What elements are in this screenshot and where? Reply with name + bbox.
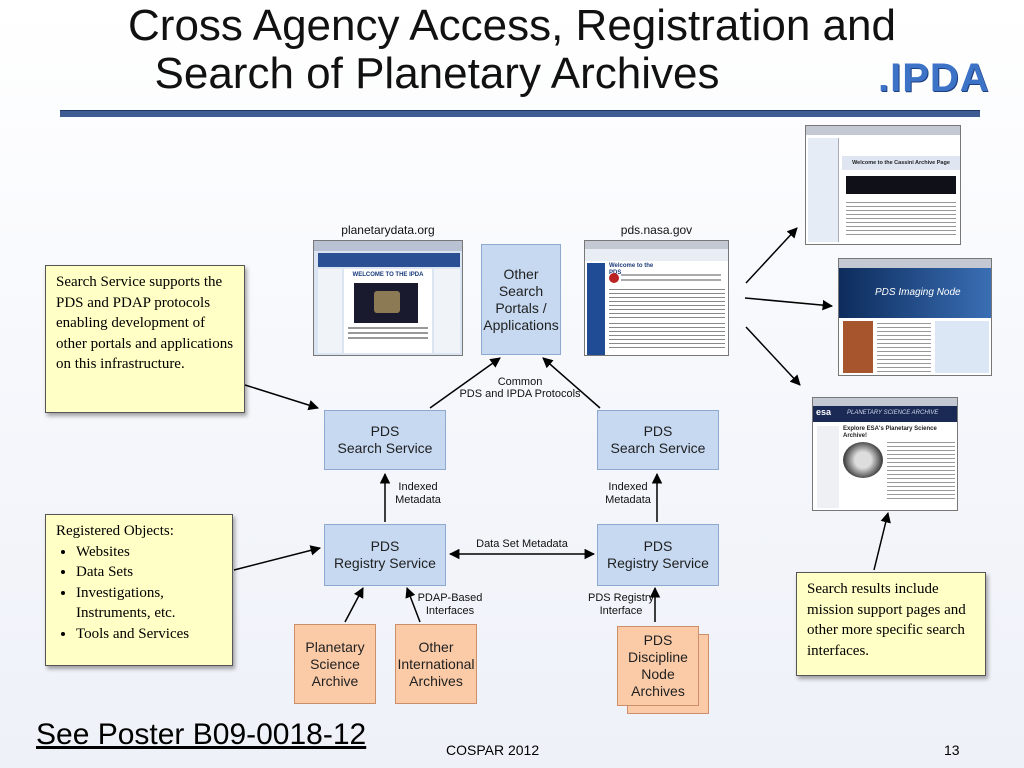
indexed-metadata-right: Indexed Metadata (598, 481, 658, 507)
indexed-left-1: Indexed (398, 481, 438, 493)
other-international-archives-box: Other International Archives (395, 624, 477, 704)
pds-website-screenshot[interactable]: Welcome to the PDS (584, 240, 729, 356)
title-rule (60, 110, 980, 117)
slide-title: Cross Agency Access, Registration and Se… (0, 2, 1024, 98)
pdap-interfaces-label: PDAP-Based Interfaces (410, 592, 490, 618)
protocols-label: PDS and IPDA Protocols (459, 388, 581, 400)
search-results-note: Search results include mission support p… (796, 572, 986, 676)
cassini-heading: Welcome to the Cassini Archive Page (842, 156, 960, 170)
arrow-note-to-esa (873, 511, 891, 571)
common-label: Common (497, 376, 543, 388)
search-left-line-2: Search Service (337, 440, 433, 456)
arrow-search-to-portals (429, 357, 501, 409)
registry-interface-line-1: PDS Registry (587, 592, 655, 604)
esa-logo: esa (816, 407, 832, 417)
registered-item: Websites (76, 542, 222, 563)
pdna-line-1: PDS (643, 632, 673, 648)
poster-link[interactable]: See Poster B09-0018-12 (36, 718, 367, 751)
planetary-science-archive-box: Planetary Science Archive (294, 624, 376, 704)
page-number: 13 (944, 742, 960, 758)
registry-left-line-1: PDS (370, 538, 400, 554)
registered-objects-note: Registered Objects: Websites Data Sets I… (45, 514, 233, 666)
search-right-line-2: Search Service (610, 440, 706, 456)
imaging-node-heading: PDS Imaging Node (875, 287, 961, 298)
pdap-line-2: Interfaces (425, 605, 475, 617)
pds-search-service-right: PDS Search Service (597, 410, 719, 470)
other-search-portals-box: Other Search Portals / Applications (481, 244, 561, 355)
esa-psa-screenshot[interactable]: esa PLANETARY SCIENCE ARCHIVE Explore ES… (812, 397, 958, 511)
other-search-portals-label: Other Search Portals / Applications (483, 265, 559, 333)
pdna-line-2: Discipline (628, 649, 688, 665)
oia-line-1: Other (418, 638, 454, 655)
registry-right-line-1: PDS (643, 538, 673, 554)
search-service-note-text: Search Service supports the PDS and PDAP… (56, 274, 234, 372)
title-line-2: Search of Planetary Archives (154, 49, 720, 98)
search-right-line-1: PDS (643, 423, 673, 439)
pds-registry-interface-label: PDS Registry Interface (582, 592, 660, 618)
pds-search-service-left: PDS Search Service (324, 410, 446, 470)
arrow-planetary-to-registry (344, 587, 364, 623)
psa-line-1: Planetary (305, 638, 365, 655)
registered-item: Investigations, Instruments, etc. (76, 583, 222, 624)
oia-line-3: Archives (409, 672, 463, 689)
arrow-to-imaging (744, 297, 834, 311)
data-set-metadata-label: Data Set Metadata (476, 538, 568, 550)
registry-left-line-2: Registry Service (334, 555, 436, 571)
arrow-search-right-to-portals (542, 357, 601, 409)
common-protocols-label: Common PDS and IPDA Protocols (452, 376, 588, 400)
arrow-to-esa (745, 326, 801, 386)
pds-discipline-node-archives-box: PDS Discipline Node Archives (617, 626, 699, 706)
esa-banner: PLANETARY SCIENCE ARCHIVE (847, 410, 939, 416)
oia-line-2: International (397, 655, 475, 672)
arrow-to-cassini (745, 227, 798, 284)
ipda-welcome-heading: WELCOME TO THE IPDA (352, 272, 424, 278)
pds-nasa-label: pds.nasa.gov (620, 223, 693, 237)
title-line-1: Cross Agency Access, Registration and (128, 1, 896, 50)
registry-interface-line-2: Interface (599, 605, 643, 617)
registered-objects-title: Registered Objects: (56, 523, 174, 539)
psa-line-3: Archive (311, 672, 359, 689)
pds-registry-service-right: PDS Registry Service (597, 524, 719, 586)
registered-item: Tools and Services (76, 624, 222, 645)
arrow-international-to-registry (405, 587, 421, 623)
indexed-left-2: Metadata (395, 494, 441, 506)
arrow-note-to-registry (233, 545, 322, 571)
psa-line-2: Science (310, 655, 360, 672)
search-results-note-text: Search results include mission support p… (807, 581, 966, 659)
indexed-right-1: Indexed (608, 481, 648, 493)
pds-imaging-node-screenshot[interactable]: PDS Imaging Node (838, 258, 992, 376)
cassini-archive-screenshot[interactable]: Welcome to the Cassini Archive Page (805, 125, 961, 245)
pds-registry-service-left: PDS Registry Service (324, 524, 446, 586)
pdna-line-3: Node (641, 666, 675, 682)
ipda-logo: .IPDA (878, 56, 990, 100)
search-left-line-1: PDS (370, 423, 400, 439)
registered-objects-list: Websites Data Sets Investigations, Instr… (56, 542, 222, 645)
esa-heading: Explore ESA's Planetary Science Archive! (843, 426, 937, 439)
registered-item: Data Sets (76, 562, 222, 583)
registry-right-line-2: Registry Service (607, 555, 709, 571)
ipda-website-screenshot[interactable]: WELCOME TO THE IPDA (313, 240, 463, 356)
planetarydata-label: planetarydata.org (341, 223, 435, 237)
footer-conference: COSPAR 2012 (446, 742, 540, 758)
pdap-line-1: PDAP-Based (417, 592, 483, 604)
pdna-line-4: Archives (631, 683, 685, 699)
arrow-note-to-search (244, 384, 320, 411)
search-service-note: Search Service supports the PDS and PDAP… (45, 265, 245, 413)
indexed-right-2: Metadata (605, 494, 651, 506)
indexed-metadata-left: Indexed Metadata (388, 481, 448, 507)
